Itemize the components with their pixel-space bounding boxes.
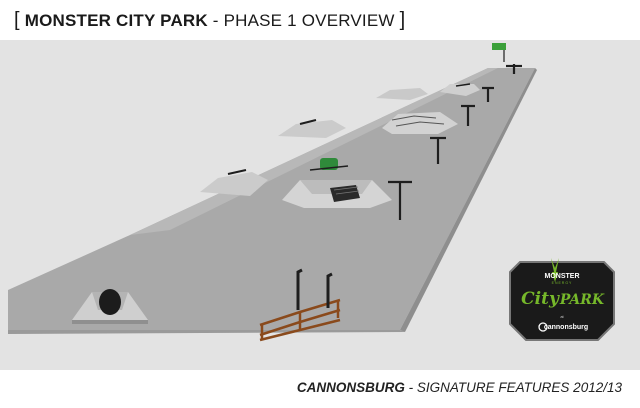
header-title: MONSTER CITY PARK [24,11,208,30]
header-bracket-open: [ [14,9,20,31]
footer-separator: - [404,380,417,395]
logo-line1: City [521,289,560,309]
logo-sponsor: cannonsburg [544,324,588,331]
feature-standpipes [296,268,333,310]
green-sign [492,43,506,62]
park-side-wall [400,68,537,332]
feature-upper-ramp [278,119,346,138]
city-park-logo: MONSTER ENERGY City PARK at cannonsburg [509,258,615,341]
park-front-edge [8,330,405,334]
park-rendering: MONSTER ENERGY City PARK at cannonsburg [0,40,640,370]
logo-line2: PARK [559,292,605,308]
logo-brand-sub: ENERGY [552,281,573,285]
header-bracket-close: ] [399,9,406,31]
logo-brand: MONSTER [545,273,580,280]
footer-caption: CANNONSBURG - SIGNATURE FEATURES 2012/13 [297,380,622,395]
header-separator: - [207,11,224,30]
header-subtitle: PHASE 1 OVERVIEW [223,11,395,30]
feature-front-ramp [72,289,148,324]
logo-at: at [560,314,564,319]
feature-ledge-ramp [200,169,268,196]
sponsor-mark-icon [538,322,548,332]
footer-text: SIGNATURE FEATURES 2012/13 [416,380,622,395]
feature-pyramid [382,112,458,134]
page-header: [ MONSTER CITY PARK - PHASE 1 OVERVIEW ] [14,8,405,32]
feature-far-quarter [376,83,480,100]
feature-funbox [282,158,392,208]
light-poles [388,64,522,220]
footer-location: CANNONSBURG [296,380,405,395]
